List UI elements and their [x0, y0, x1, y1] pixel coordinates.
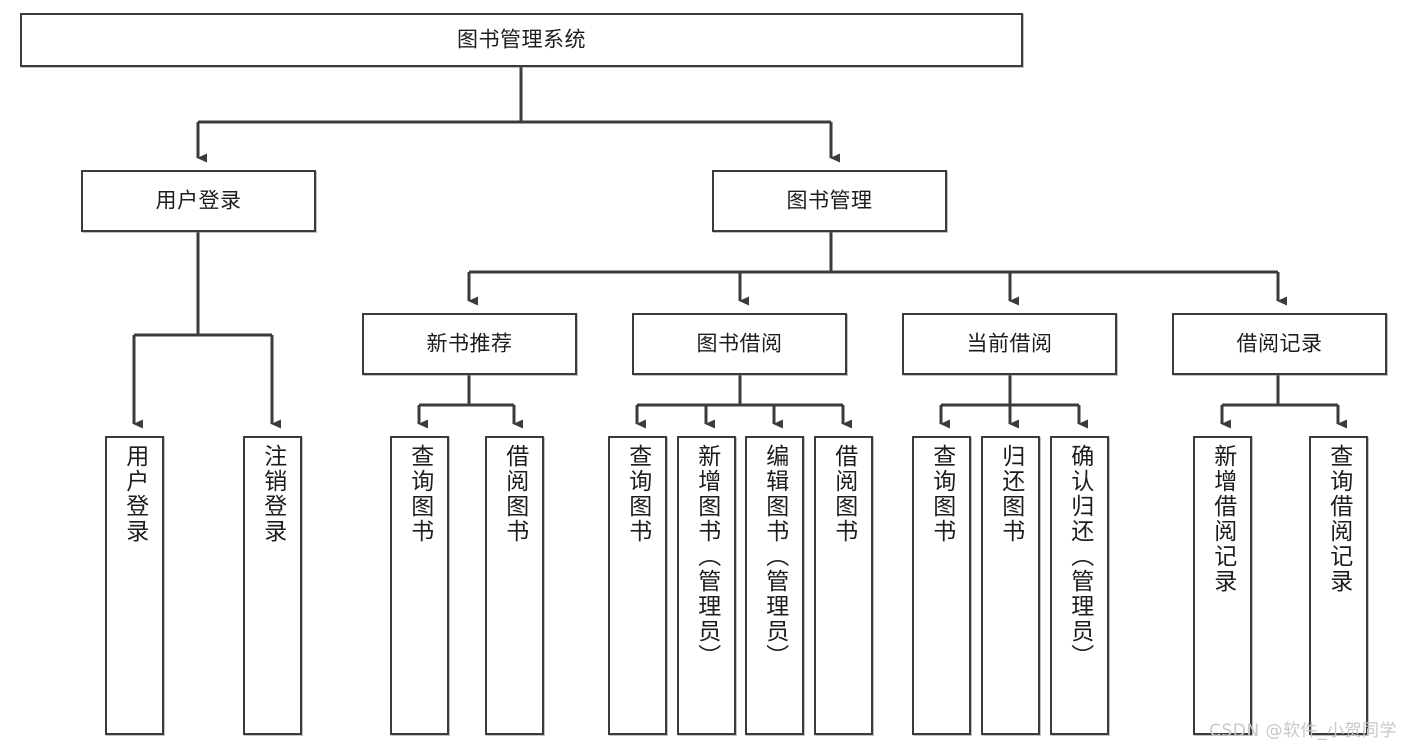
leaf-query-borrow-record-label: 查询借阅记录	[1325, 444, 1352, 594]
leaf-edit-book-admin[interactable]: 编辑图书（管理员）	[745, 436, 804, 735]
node-book-management-label: 图书管理	[786, 188, 873, 213]
leaf-add-book-admin[interactable]: 新增图书（管理员）	[677, 436, 736, 735]
node-borrowing-records-label: 借阅记录	[1236, 331, 1323, 356]
leaf-borrow-books-borrowing[interactable]: 借阅图书	[814, 436, 873, 735]
leaf-confirm-return-admin[interactable]: 确认归还（管理员）	[1050, 436, 1109, 735]
leaf-query-books-recommend-label: 查询图书	[406, 444, 433, 544]
csdn-watermark: CSDN @软件_小贺同学	[1209, 721, 1397, 741]
leaf-user-login[interactable]: 用户登录	[105, 436, 164, 735]
leaf-return-books-label: 归还图书	[997, 444, 1024, 544]
leaf-query-borrow-record[interactable]: 查询借阅记录	[1309, 436, 1368, 735]
node-user-login[interactable]: 用户登录	[81, 170, 316, 232]
node-current-borrowing[interactable]: 当前借阅	[902, 313, 1117, 375]
leaf-borrow-books-recommend[interactable]: 借阅图书	[485, 436, 544, 735]
node-new-book-recommendation-label: 新书推荐	[426, 331, 513, 356]
node-user-login-label: 用户登录	[155, 188, 242, 213]
leaf-query-books-borrowing-label: 查询图书	[624, 444, 651, 544]
leaf-query-books-current-label: 查询图书	[928, 444, 955, 544]
leaf-add-book-admin-label: 新增图书（管理员）	[693, 444, 720, 669]
leaf-add-borrow-record[interactable]: 新增借阅记录	[1193, 436, 1252, 735]
node-root-book-management-system[interactable]: 图书管理系统	[20, 13, 1023, 67]
node-borrowing-records[interactable]: 借阅记录	[1172, 313, 1387, 375]
leaf-query-books-current[interactable]: 查询图书	[912, 436, 971, 735]
node-book-borrowing-label: 图书借阅	[696, 331, 783, 356]
leaf-logout-label: 注销登录	[259, 444, 286, 544]
node-book-borrowing[interactable]: 图书借阅	[632, 313, 847, 375]
leaf-edit-book-admin-label: 编辑图书（管理员）	[761, 444, 788, 669]
node-current-borrowing-label: 当前借阅	[966, 331, 1053, 356]
leaf-return-books[interactable]: 归还图书	[981, 436, 1040, 735]
leaf-logout[interactable]: 注销登录	[243, 436, 302, 735]
leaf-add-borrow-record-label: 新增借阅记录	[1209, 444, 1236, 594]
leaf-confirm-return-admin-label: 确认归还（管理员）	[1066, 444, 1093, 669]
node-new-book-recommendation[interactable]: 新书推荐	[362, 313, 577, 375]
leaf-query-books-recommend[interactable]: 查询图书	[390, 436, 449, 735]
leaf-borrow-books-recommend-label: 借阅图书	[501, 444, 528, 544]
leaf-user-login-label: 用户登录	[121, 444, 148, 544]
node-root-label: 图书管理系统	[457, 27, 586, 52]
node-book-management[interactable]: 图书管理	[712, 170, 947, 232]
leaf-query-books-borrowing[interactable]: 查询图书	[608, 436, 667, 735]
leaf-borrow-books-borrowing-label: 借阅图书	[830, 444, 857, 544]
